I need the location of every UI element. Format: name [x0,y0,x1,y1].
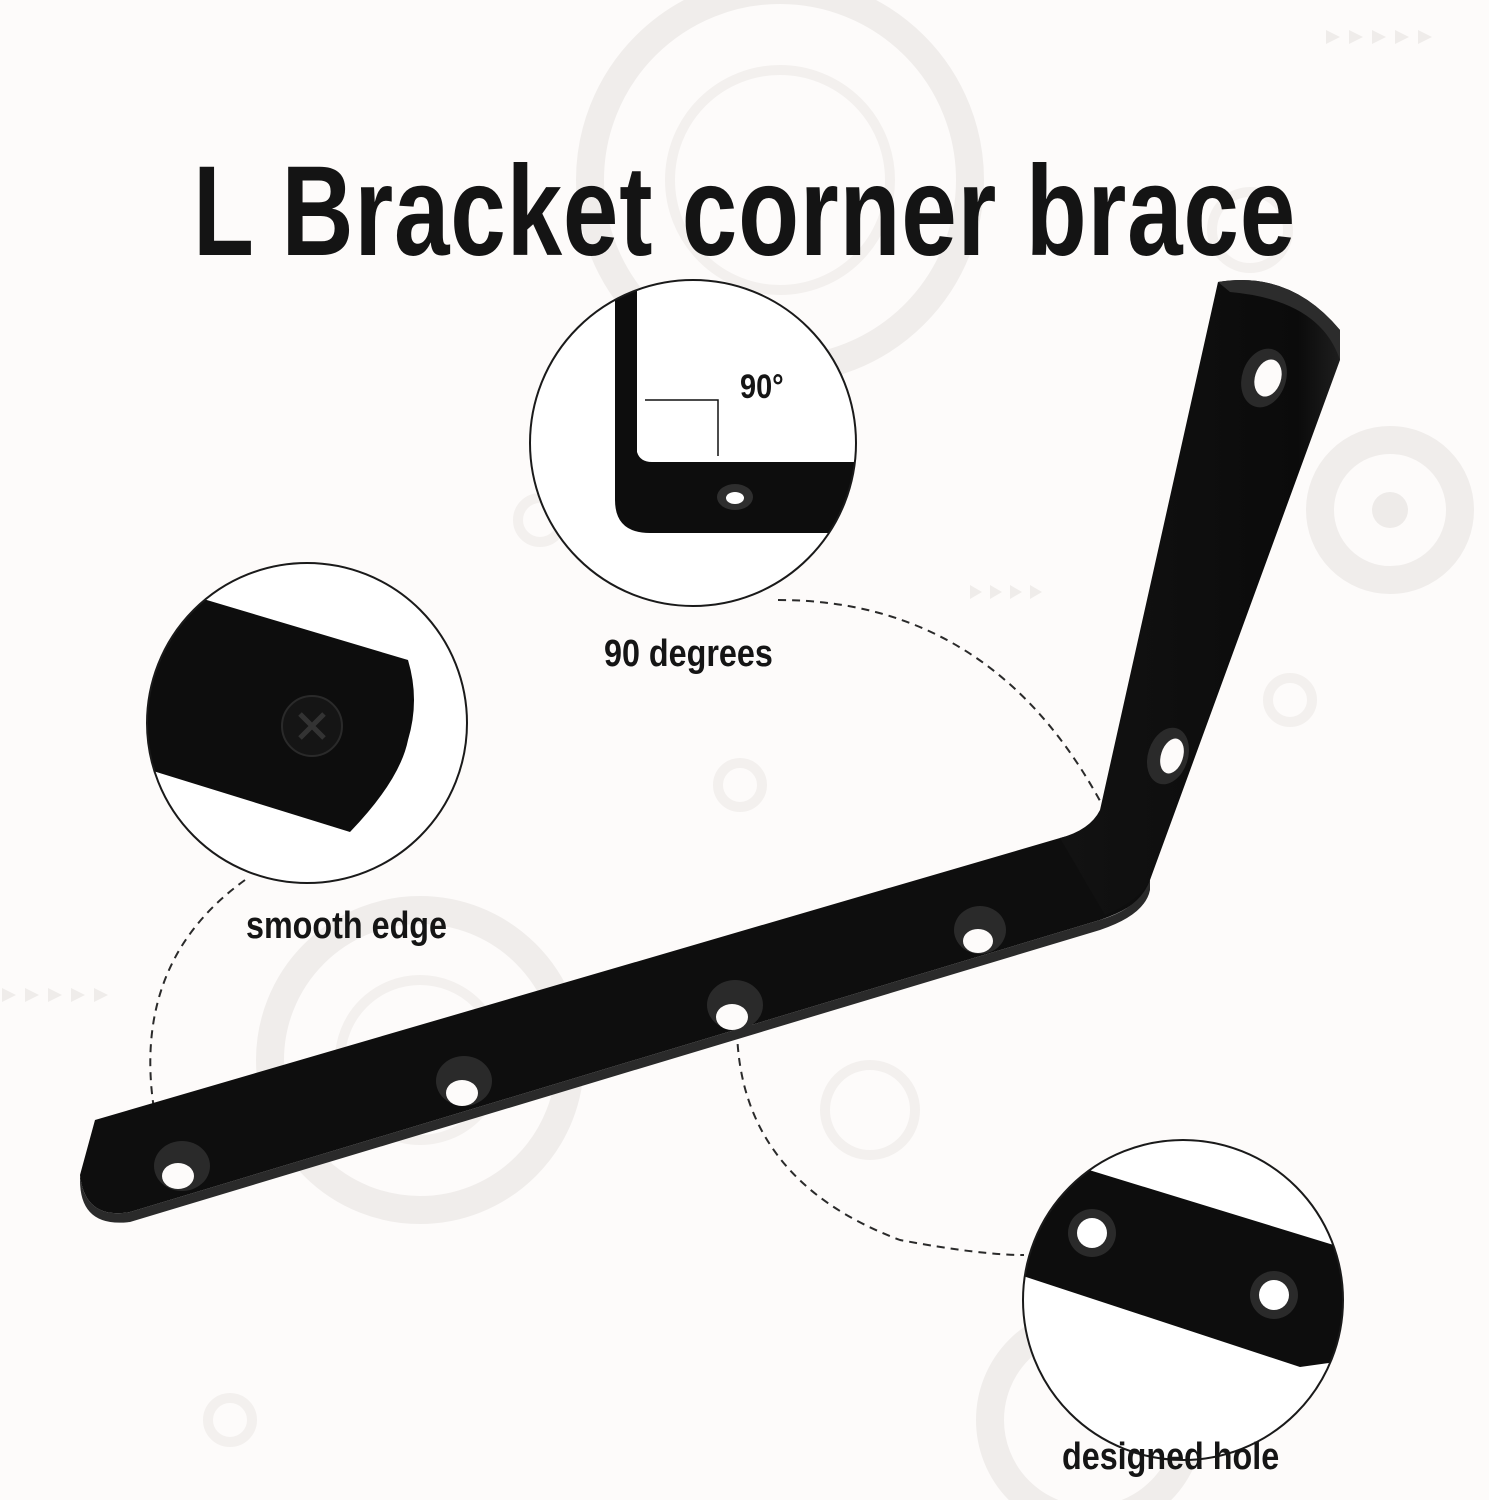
hole-icon [716,1004,748,1030]
hole-icon [963,929,993,953]
callout-hole-inset [1022,1139,1344,1461]
hole-icon [446,1080,478,1106]
angle-mark-label: 90° [740,368,784,406]
page-title: L Bracket corner brace [192,139,1297,283]
callout-label-90-degrees: 90 degrees [604,633,773,675]
callout-edge-inset [146,562,468,884]
callout-angle-inset [529,279,857,607]
l-bracket [80,280,1340,1223]
arrow-watermark-icon [2,30,1432,1002]
callout-label-smooth-edge: smooth edge [246,905,447,947]
right-angle-mark-icon [645,399,719,456]
dashed-connector-lines [149,599,1111,1256]
hole-icon [1254,359,1282,397]
hole-icon [1160,738,1184,774]
callout-label-designed-hole: designed hole [1062,1436,1280,1478]
hole-icon [162,1163,194,1189]
